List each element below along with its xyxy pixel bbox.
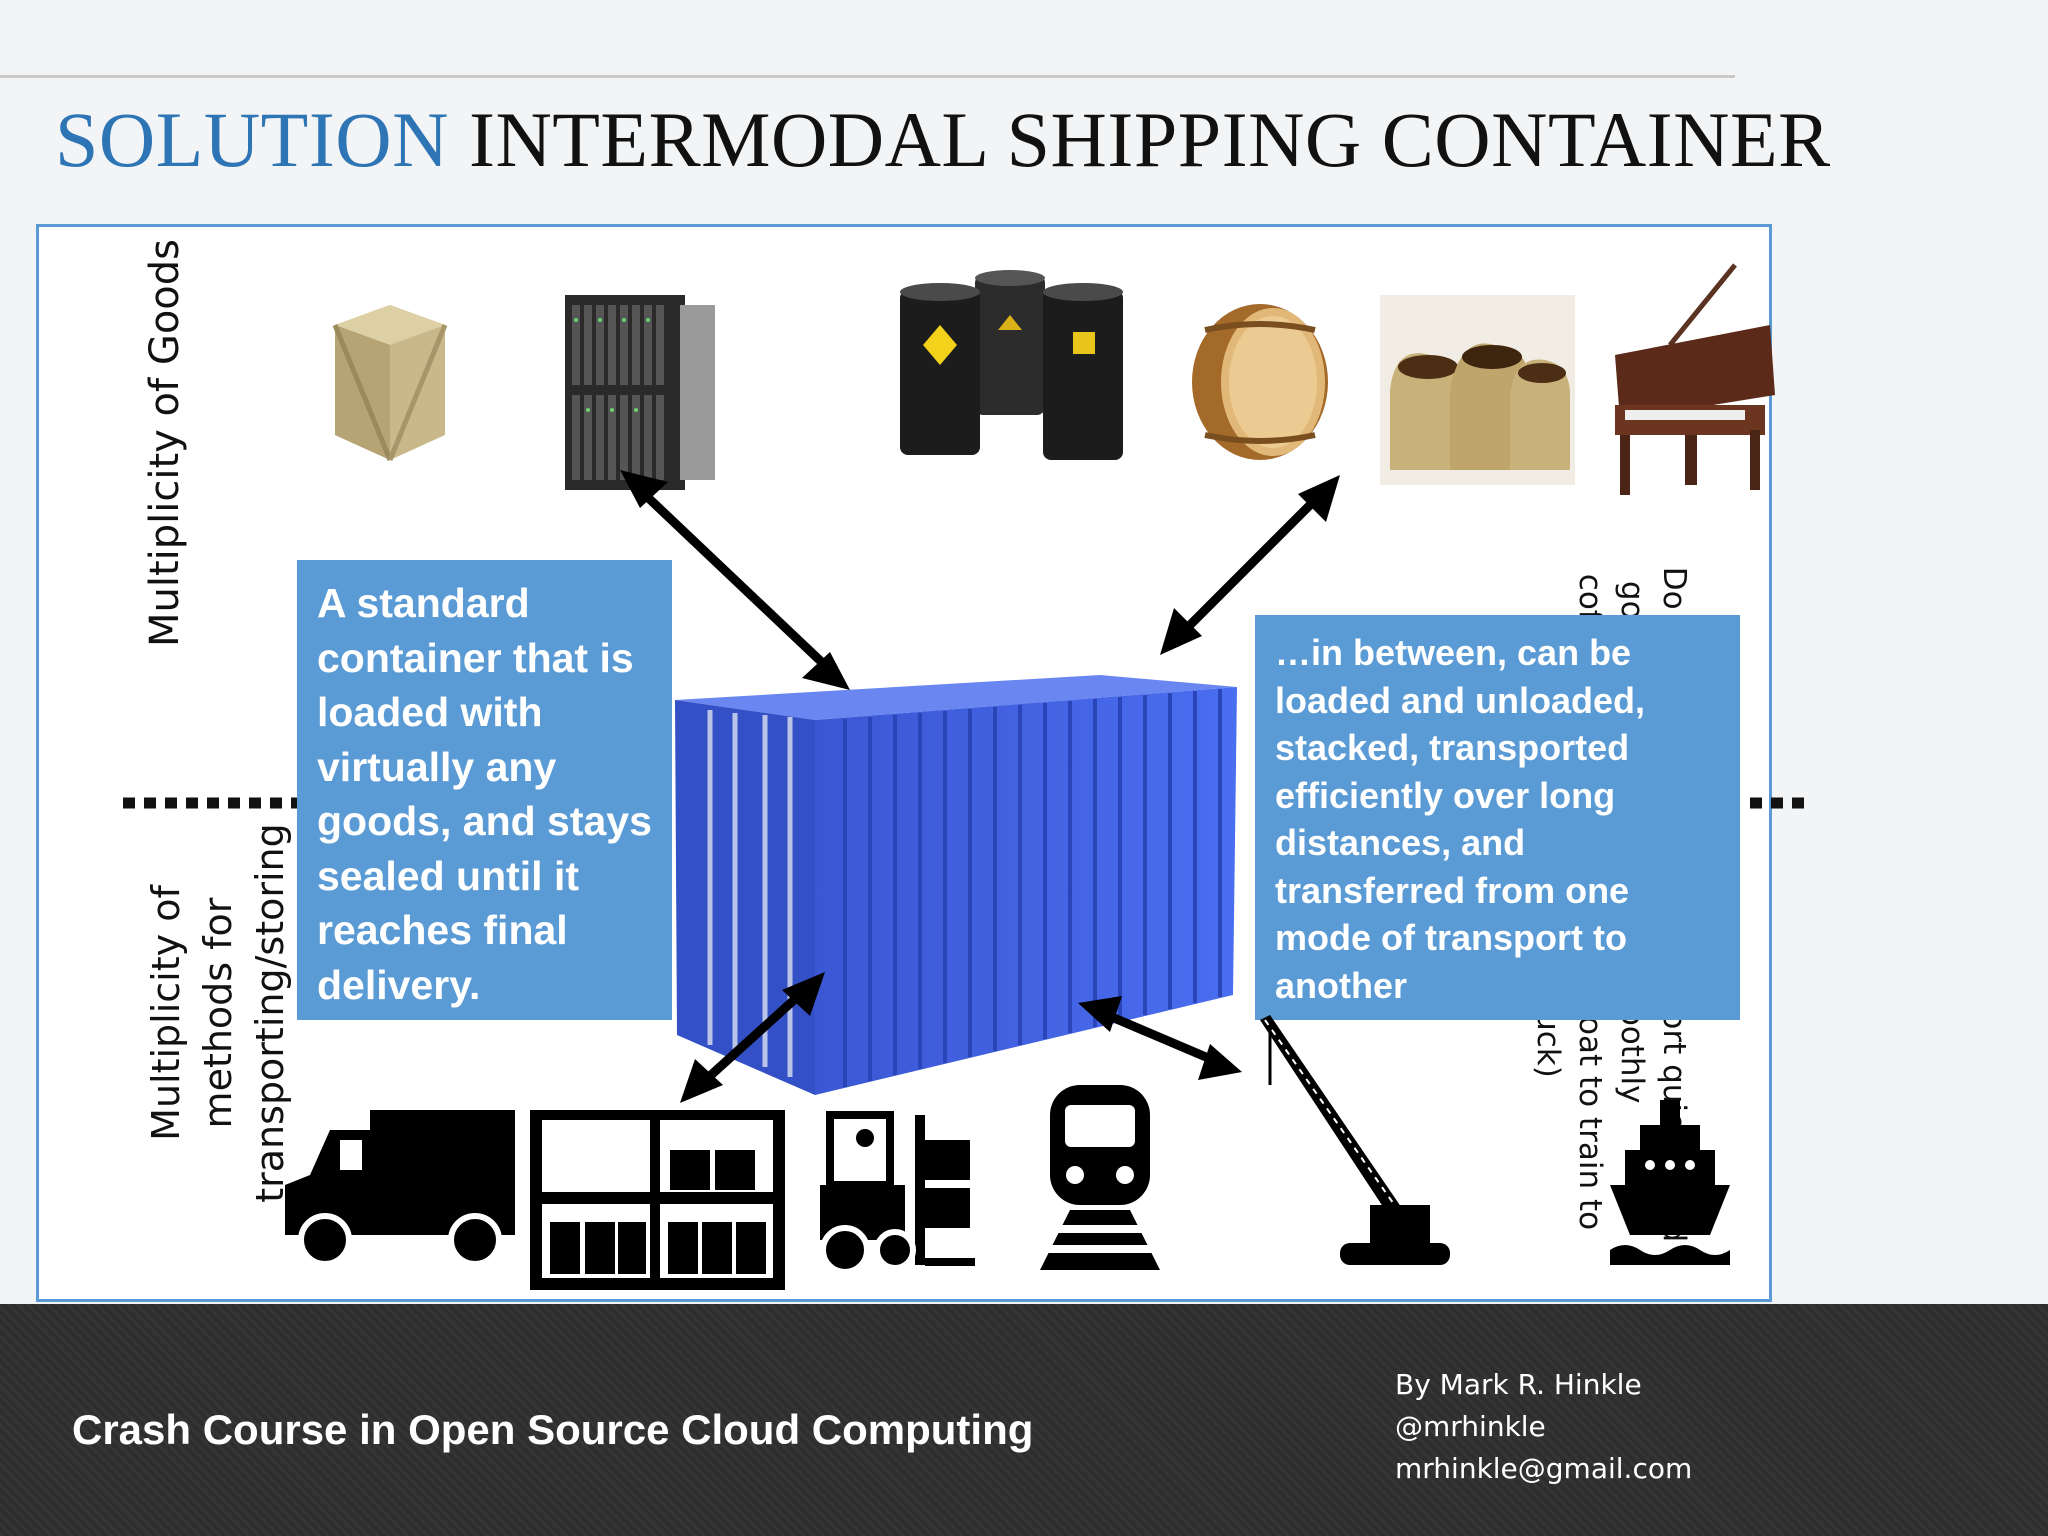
server-rack-icon <box>565 295 715 490</box>
shipping-container-icon <box>675 675 1237 1095</box>
callout-left: A standard container that is loaded with… <box>297 560 672 1020</box>
author-block: By Mark R. Hinkle @mrhinkle mrhinkle@gma… <box>1395 1364 1692 1490</box>
crane-icon <box>1260 1015 1450 1265</box>
forklift-icon <box>820 1111 975 1275</box>
warehouse-shelf-icon <box>530 1110 785 1290</box>
coffee-sacks-icon <box>1380 295 1575 485</box>
train-icon <box>1040 1085 1160 1270</box>
arrow-server-container <box>620 470 850 690</box>
arrow-container-crane <box>1078 996 1242 1080</box>
ship-icon <box>1610 1100 1730 1265</box>
author-twitter: @mrhinkle <box>1395 1410 1546 1443</box>
title-accent: SOLUTION <box>55 96 449 183</box>
arrow-sacks-container <box>1160 475 1340 655</box>
arrows-layer <box>620 470 1340 1103</box>
title-main: INTERMODAL SHIPPING CONTAINER <box>448 96 1831 183</box>
footer-bar: Crash Course in Open Source Cloud Comput… <box>0 1304 2048 1536</box>
author-email: mrhinkle@gmail.com <box>1395 1452 1693 1485</box>
slide-title: SOLUTION INTERMODAL SHIPPING CONTAINER <box>55 95 1831 185</box>
top-divider-line <box>0 75 1735 78</box>
course-title: Crash Course in Open Source Cloud Comput… <box>72 1406 1034 1453</box>
truck-icon <box>285 1110 515 1267</box>
piano-icon <box>1615 263 1775 495</box>
arrow-shelf-container <box>680 972 825 1103</box>
author-name: By Mark R. Hinkle <box>1395 1368 1642 1401</box>
oil-drums-icon <box>900 270 1123 460</box>
crate-icon <box>332 305 448 461</box>
callout-right: …in between, can be loaded and unloaded,… <box>1255 615 1740 1020</box>
barrel-icon <box>1192 304 1328 460</box>
